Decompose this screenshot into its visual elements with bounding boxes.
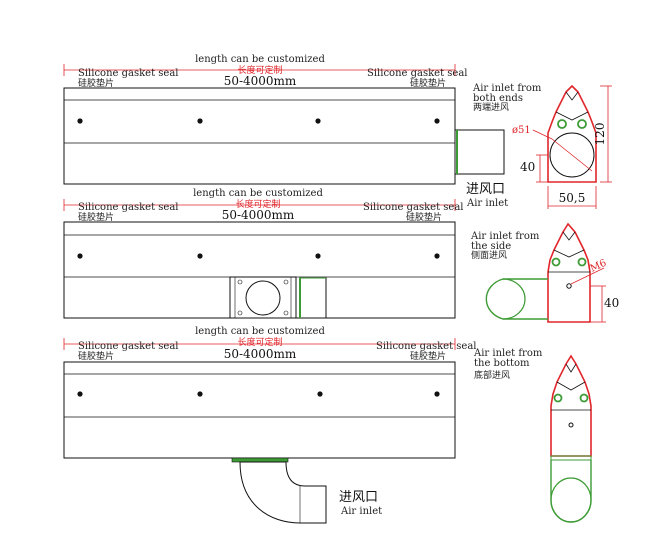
svg-text:Air inlet from: Air inlet from: [473, 348, 543, 359]
gasket-right-cn: 硅胶垫片: [410, 77, 446, 89]
inlet-label-en: Air inlet: [340, 506, 382, 517]
gasket-left-cn: 硅胶垫片: [78, 211, 114, 223]
length-note-en: length can be customized: [195, 326, 325, 337]
diameter-dimension: ø51: [512, 125, 531, 136]
svg-text:Air inlet from: Air inlet from: [470, 231, 540, 242]
inlet-label-en: Air inlet: [466, 198, 508, 209]
side-height-dimension: 40: [604, 296, 619, 310]
bolt-hole: [197, 118, 203, 124]
bottom-pipe: [550, 460, 592, 523]
gasket-left-en: Silicone gasket seal: [78, 341, 178, 352]
inlet-circle: [549, 132, 595, 178]
length-range: 50-4000mm: [224, 347, 297, 361]
gasket-left-en: Silicone gasket seal: [78, 202, 178, 213]
length-note-cn: 长度可定制: [235, 198, 280, 210]
gasket-left-cn: 硅胶垫片: [78, 350, 114, 362]
air-knife-body: [63, 87, 456, 185]
gasket-right-en: Silicone gasket seal: [363, 202, 463, 213]
side-inlet-pipe: [299, 277, 327, 319]
side-pipe: [485, 278, 548, 320]
section-side: Air inlet from the side 侧面进风 M6 40: [470, 222, 619, 323]
bolt-hole: [434, 391, 440, 397]
screw-hole: [568, 422, 574, 428]
bottom-elbow-pipe: [239, 461, 327, 524]
svg-text:the bottom: the bottom: [474, 358, 530, 369]
nozzle-profile: [550, 354, 592, 457]
bolt-hole: [315, 253, 321, 259]
side-inlet-flange: [229, 276, 297, 319]
bolt-hole: [77, 391, 83, 397]
svg-text:Air inlet from: Air inlet from: [472, 83, 542, 94]
length-note-cn: 长度可定制: [237, 336, 282, 348]
svg-text:两端进风: 两端进风: [473, 101, 509, 113]
panel-side-inlet: length can be customized 长度可定制 50-4000mm…: [63, 188, 463, 319]
bolt-hole: [77, 253, 83, 259]
bolt-hole: [197, 253, 203, 259]
nozzle-profile: [547, 222, 591, 323]
length-range: 50-4000mm: [222, 208, 295, 222]
section-bottom: Air inlet from the bottom 底部进风: [473, 348, 592, 523]
panel-bottom-inlet: length can be customized 长度可定制 50-4000mm…: [63, 326, 476, 524]
bolt-hole: [317, 391, 323, 397]
inlet-height-dimension: 40: [520, 160, 535, 174]
end-inlet-pipe: [454, 129, 505, 175]
gasket-right-en: Silicone gasket seal: [367, 68, 467, 79]
gasket-left-cn: 硅胶垫片: [78, 77, 114, 89]
bolt-hole: [77, 118, 83, 124]
svg-text:底部进风: 底部进风: [474, 369, 510, 381]
svg-text:both ends: both ends: [473, 93, 523, 104]
inlet-label-cn: 进风口: [466, 182, 505, 197]
bolt-hole: [315, 118, 321, 124]
section-both-ends: Air inlet from both ends 两端进风 ø51 120 40…: [472, 83, 612, 209]
length-note-en: length can be customized: [195, 54, 325, 65]
gasket-left-en: Silicone gasket seal: [78, 68, 178, 79]
panel-both-ends: length can be customized 长度可定制 50-4000mm…: [63, 54, 508, 209]
inlet-label-cn: 进风口: [339, 490, 378, 505]
screw-hole: [566, 283, 572, 289]
screw-dimension: M6: [589, 258, 609, 275]
length-note-en: length can be customized: [193, 188, 323, 199]
nozzle-profile: [547, 84, 597, 183]
air-knife-body: [63, 221, 456, 319]
svg-text:侧面进风: 侧面进风: [471, 249, 507, 261]
gasket-right-cn: 硅胶垫片: [410, 350, 446, 362]
air-knife-body: [63, 361, 456, 459]
bolt-hole: [434, 253, 440, 259]
bolt-hole: [197, 391, 203, 397]
height-dimension: 120: [593, 123, 607, 146]
bolt-hole: [434, 118, 440, 124]
width-dimension: 50,5: [559, 191, 586, 205]
length-range: 50-4000mm: [224, 74, 297, 88]
bottom-flange: [231, 457, 289, 463]
gasket-right-en: Silicone gasket seal: [376, 341, 476, 352]
svg-text:the side: the side: [471, 241, 511, 252]
gasket-right-cn: 硅胶垫片: [406, 211, 442, 223]
